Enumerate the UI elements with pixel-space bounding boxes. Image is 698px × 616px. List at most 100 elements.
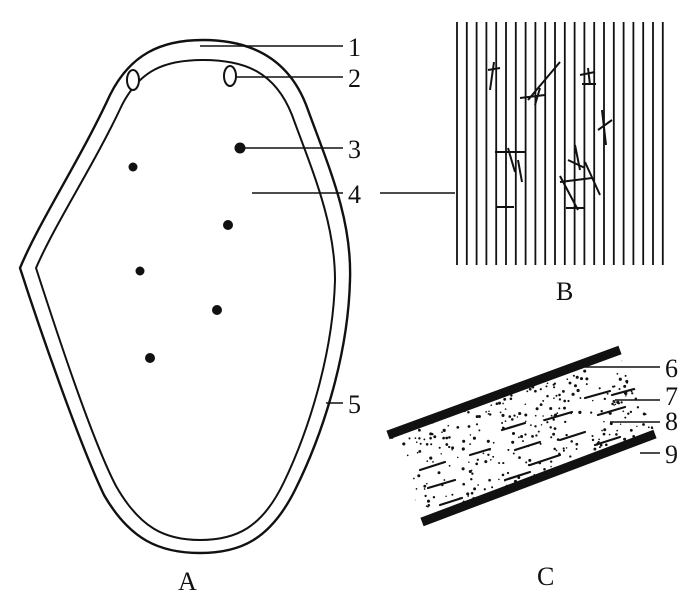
stipple-dot [436,357,440,361]
stipple-dot [520,434,524,439]
stipple-dot [546,421,549,424]
stipple-dot [389,348,391,350]
stipple-dot [525,356,527,359]
stipple-dot [443,352,446,353]
stipple-dot [396,526,399,529]
stipple-dot [398,516,401,519]
stipple-dot [620,461,622,464]
stipple-dot [628,506,631,509]
stipple-dot [636,425,638,428]
stipple-dot [430,443,433,446]
stipple-dot [568,381,572,385]
stipple-dot [451,446,455,450]
stipple-dot [418,428,421,432]
stipple-dot [538,515,541,518]
stipple-dot [583,369,587,373]
stipple-dot [590,411,593,414]
stipple-dot [552,418,555,421]
stipple-dot [408,437,411,440]
stipple-dot [415,441,418,443]
stipple-dot [585,383,588,386]
stipple-dot [559,485,562,489]
stipple-dot [416,451,419,454]
stipple-dot [438,388,440,390]
stipple-dot [625,457,629,460]
granule-dot [145,353,155,363]
stipple-dot [564,420,567,424]
stipple-dot [391,423,394,425]
stipple-dot [637,447,641,451]
stipple-dot [476,362,479,364]
stipple-dot [440,453,442,455]
stipple-dot [398,500,401,503]
stipple-dot [529,526,531,528]
stipple-dot [398,511,400,514]
stipple-dot [555,449,558,452]
stipple-dot [487,371,491,375]
inner-wall-outline [34,58,337,542]
stipple-dot [387,519,388,520]
stipple-dot [466,385,469,388]
stipple-dot [398,416,402,419]
stipple-dot [565,492,568,494]
stipple-dot [644,505,648,509]
stipple-dot [625,470,627,472]
stipple-dot [497,401,502,405]
granule-dot [135,266,145,276]
stipple-dot [548,349,550,351]
stipple-dot [454,515,457,517]
stipple-dot [510,369,513,373]
stipple-dot [642,467,645,470]
stipple-dot [420,522,422,524]
stipple-dot [481,521,483,523]
stipple-dot [612,399,616,403]
stipple-dot [574,527,577,530]
stipple-dot [618,377,622,381]
stipple-dot [396,383,399,386]
stipple-dot [528,387,532,391]
stipple-dot [643,352,647,354]
stipple-dot [461,447,465,451]
stipple-dot [423,484,427,488]
stipple-dot [525,420,527,422]
stipple-dot [419,389,423,393]
stipple-dot [598,438,600,441]
stipple-dot [499,411,502,414]
stipple-dot [504,374,506,377]
stipple-dot [534,369,537,373]
stipple-dot [636,362,639,365]
stipple-dot [507,502,511,506]
stipple-dot [501,422,504,424]
stipple-dot [420,354,423,357]
stipple-dot [403,523,405,525]
stipple-dot [639,464,643,467]
stipple-dot [496,356,499,359]
stipple-dot [655,393,658,396]
stipple-dot [634,516,637,519]
stipple-dot [413,402,416,405]
stipple-dot [542,369,546,373]
stipple-dot [589,520,591,522]
stipple-dot [644,367,647,370]
stipple-dot [572,481,575,484]
stipple-dot [404,490,406,492]
stipple-dot [418,437,421,440]
stipple-dot [589,510,592,513]
granule-dot [223,220,233,230]
stipple-dot [470,478,473,481]
stipple-dot [571,392,575,396]
stipple-dot [608,501,611,504]
stipple-dot [414,437,417,439]
stipple-dot [639,483,642,487]
stipple-dot [393,376,396,379]
stipple-dot [445,436,449,440]
stipple-dot [442,352,445,354]
stipple-dot [426,499,431,503]
panel-b-fiber-view: B [456,22,664,306]
stipple-dot [511,431,516,436]
stipple-dot [467,425,471,428]
stipple-dot [616,429,619,432]
stipple-dot [524,403,527,406]
stipple-dot [498,346,500,348]
stipple-dot [553,386,556,389]
